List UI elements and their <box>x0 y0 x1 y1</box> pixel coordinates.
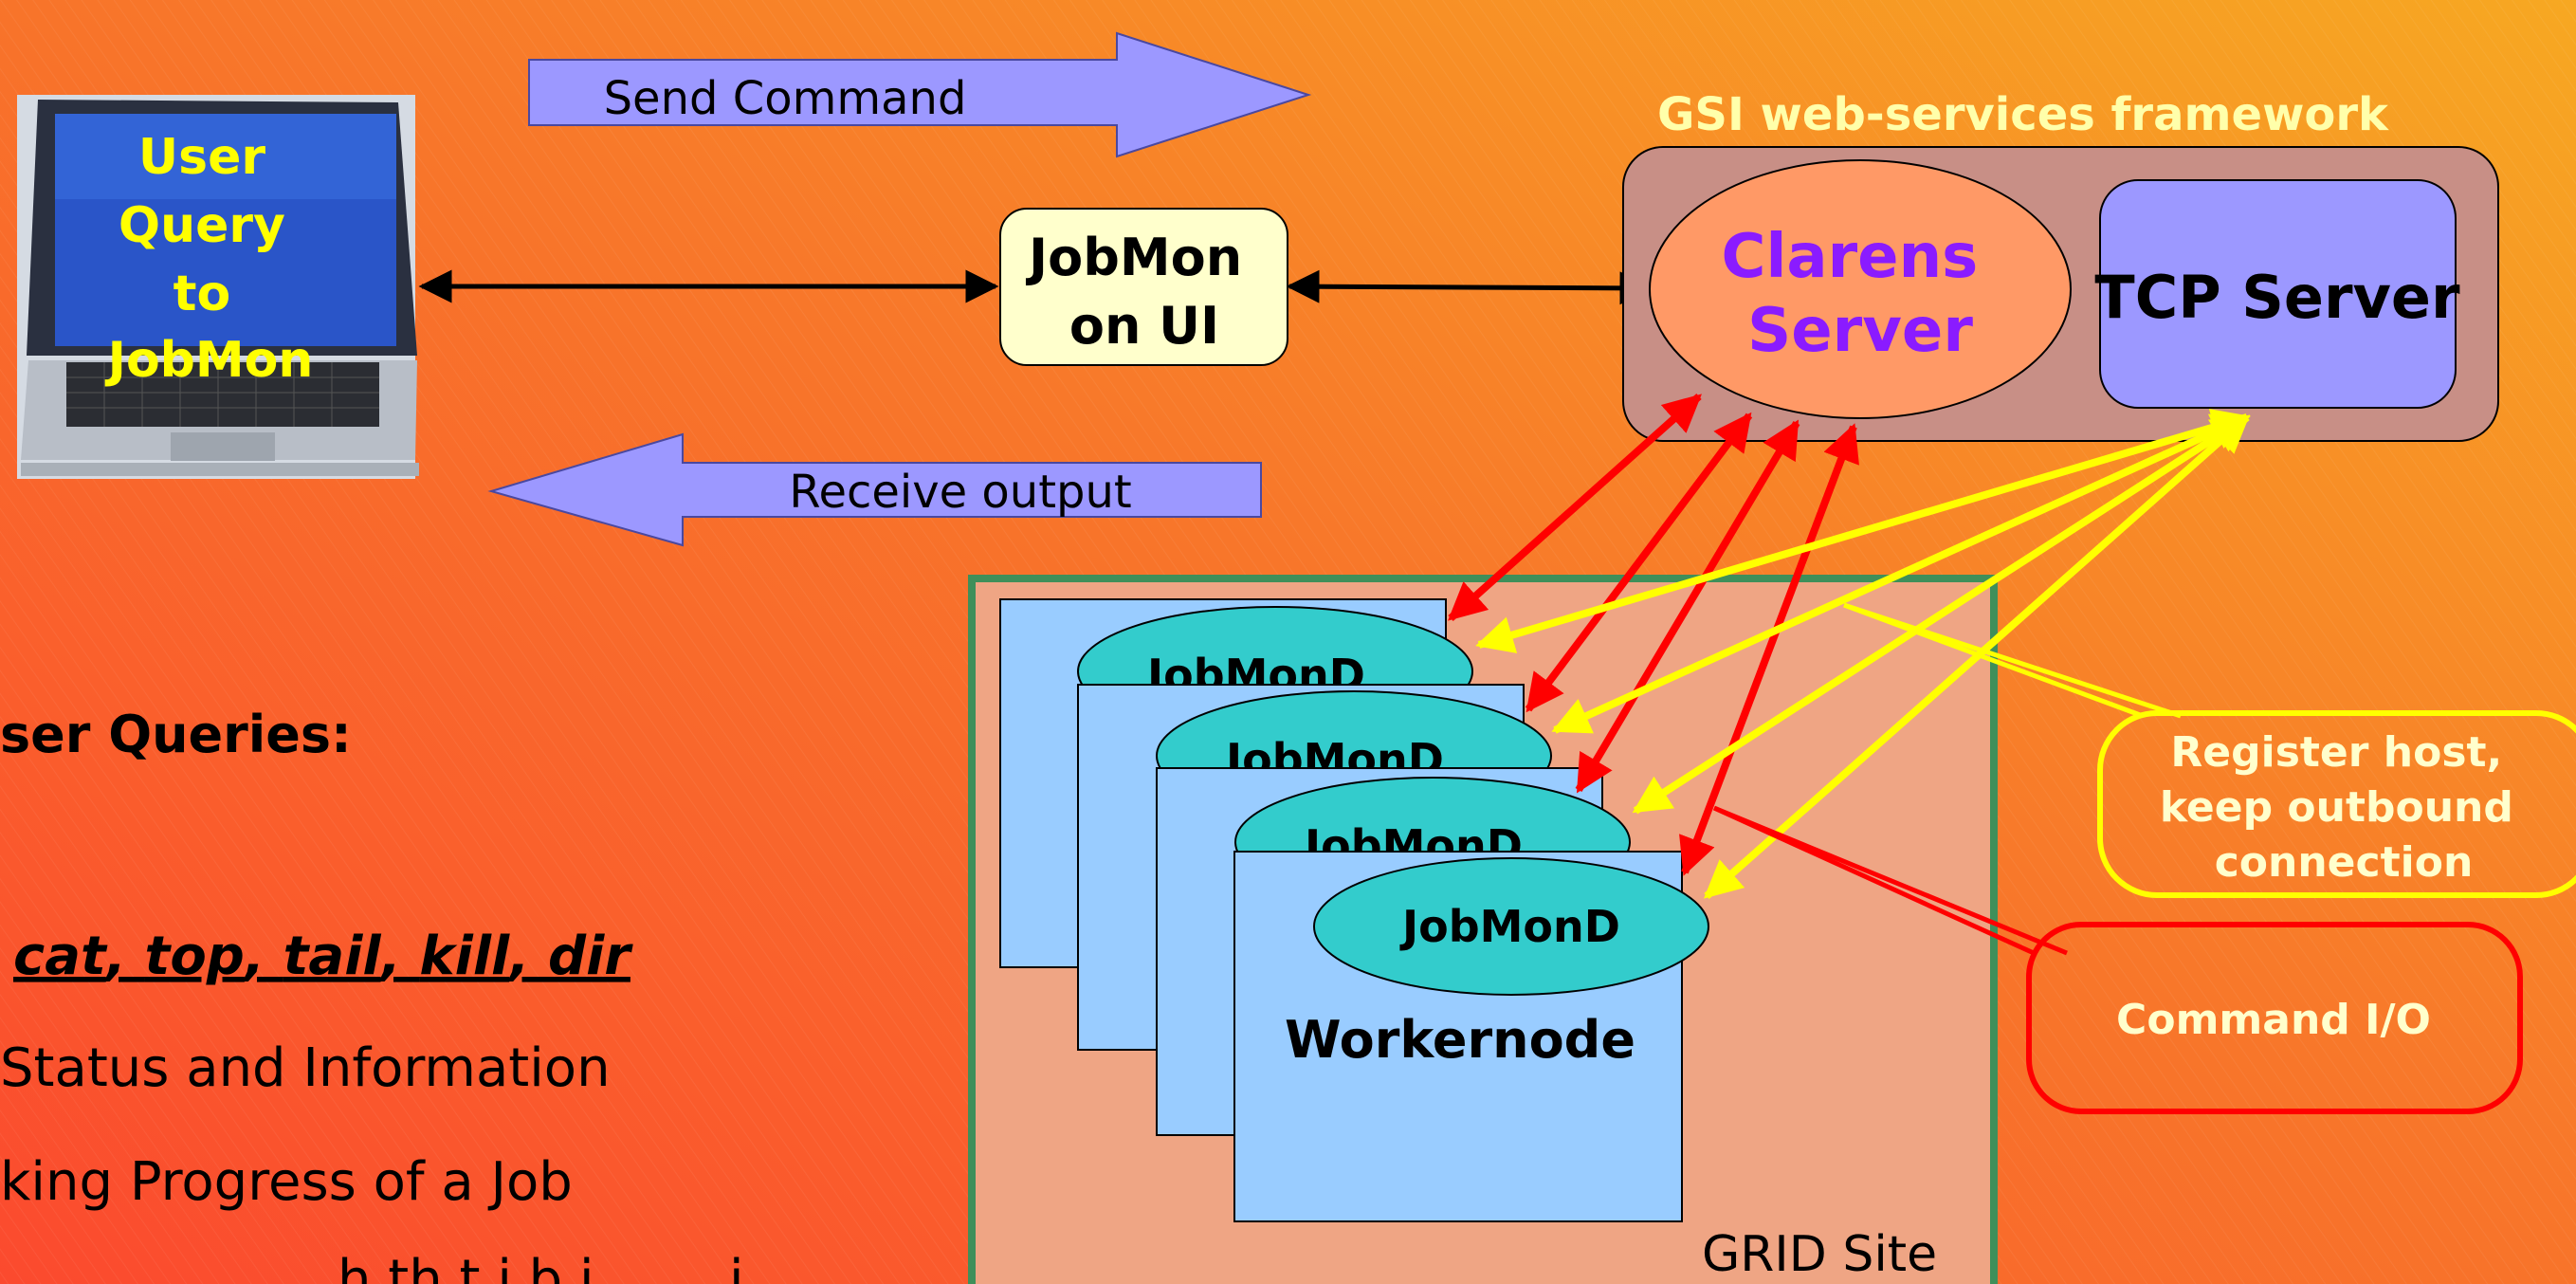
jobmon-ui-box <box>999 208 1288 366</box>
tcp-server-label: TCP Server <box>2094 263 2460 332</box>
clarens-server-label: Clarens Server <box>1722 222 2000 366</box>
laptop-image <box>17 95 419 479</box>
grid-site-label: GRID Site <box>1702 1226 1937 1283</box>
register-callout <box>2097 710 2576 898</box>
user-queries-heading: ser Queries: <box>0 705 352 764</box>
command-separator: , <box>104 926 145 987</box>
laptop-caption-line: Query <box>119 197 285 254</box>
tcp-server <box>2099 179 2457 409</box>
command-separator: , <box>379 926 420 987</box>
jobmon-ui-line: JobMon <box>1025 228 1242 287</box>
command-dir: dir <box>548 926 633 987</box>
laptop-caption-line: User <box>138 129 265 186</box>
command-tail: tail <box>283 926 382 987</box>
command-top: top <box>145 926 245 987</box>
command-callout <box>2026 922 2523 1114</box>
receive-output-arrow <box>487 432 1262 547</box>
connector-jobmon-clarens <box>1286 269 1653 305</box>
register-callout-line: connection <box>2215 838 2474 887</box>
user-queries-item: king Progress of a Job <box>0 1151 573 1213</box>
register-callout-line: keep outbound <box>2160 783 2513 832</box>
laptop-caption-line: JobMon <box>105 332 314 389</box>
command-callout-text: Command I/O <box>2116 996 2431 1044</box>
framework-title: GSI web-services framework <box>1657 88 2389 141</box>
send-command-arrow <box>528 31 1312 158</box>
receive-output-label: Receive output <box>789 466 1132 519</box>
command-separator: , <box>507 926 548 987</box>
user-queries-item: h th t j b i i <box>0 1249 744 1284</box>
laptop-caption: User Query to JobMon <box>105 129 314 389</box>
command-cat: cat <box>13 926 108 987</box>
jobmon-ui-line: on UI <box>1069 296 1219 356</box>
user-queries-item: Status and Information <box>0 1037 611 1099</box>
workernode-stack: JobMonD JobMonD JobMonD JobMonD Workerno… <box>999 598 1709 1222</box>
user-queries-commands: cat, top, tail, kill, dir <box>13 926 633 987</box>
register-callout-text: Register host, keep outbound connection <box>2160 728 2528 887</box>
jobmond-ellipse <box>1313 857 1709 996</box>
workernode-label: Workernode <box>1285 1010 1635 1070</box>
jobmon-ui-label: JobMon on UI <box>1025 228 1260 356</box>
clarens-line: Clarens <box>1722 222 1979 292</box>
clarens-line: Server <box>1747 296 1973 366</box>
laptop-caption-line: to <box>174 266 231 322</box>
jobmond-label: JobMonD <box>1399 901 1620 952</box>
command-separator: , <box>243 926 283 987</box>
command-callout-pointer <box>1712 805 2036 956</box>
register-callout-pointer <box>1843 602 2144 719</box>
command-kill: kill <box>419 926 510 987</box>
register-callout-line: Register host, <box>2170 728 2502 777</box>
send-command-label: Send Command <box>604 72 967 125</box>
